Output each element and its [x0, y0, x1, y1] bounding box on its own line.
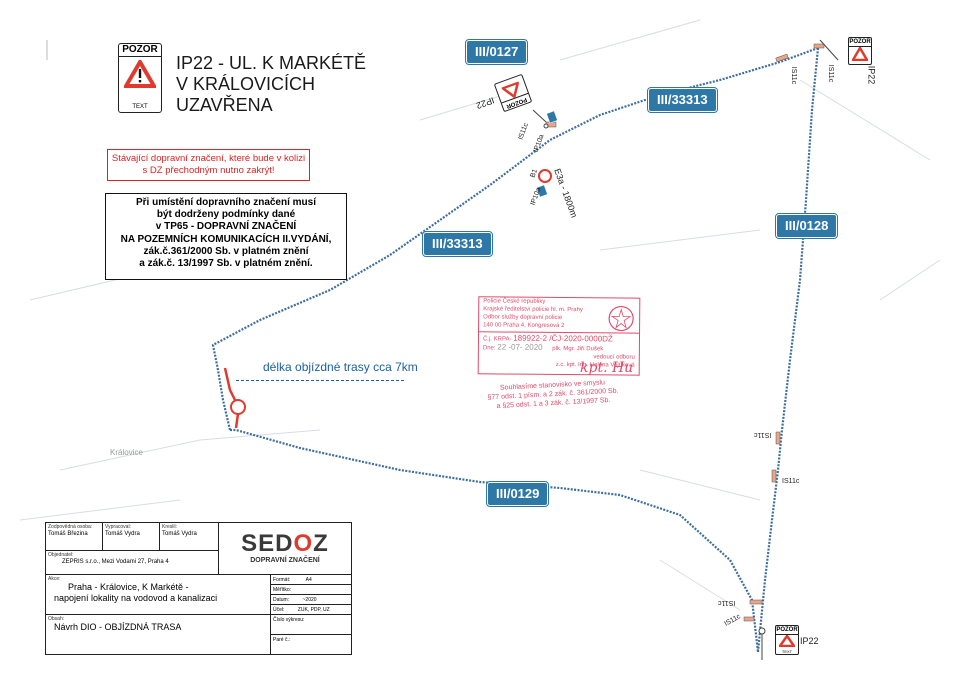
label-kreslil: Kreslil: [162, 524, 178, 530]
title-line-1: IP22 - UL. K MARKÉTĚ [176, 53, 367, 73]
value-format: A4 [305, 577, 312, 583]
value-ucel: ZUK, PDP, UZ [297, 607, 330, 613]
value-zodpovedna: Tomáš Březina [48, 531, 88, 537]
place-name-kralovice: Královice [110, 448, 143, 457]
warning-triangle-icon [777, 633, 797, 648]
value-vypracoval: Tomáš Vydra [105, 531, 140, 537]
sedoz-logo: SEDOZ DOPRAVNÍ ZNAČENÍ [229, 531, 341, 565]
label-obsah: Obsah: [48, 616, 65, 622]
warning-triangle-icon [850, 45, 870, 62]
label-vypracoval: Vypracoval: [105, 524, 131, 530]
logo-part-o: O [293, 530, 314, 557]
sedoz-logo-name: SEDOZ [229, 531, 341, 557]
warning-sign-ip22: POZOR TEXT [118, 43, 162, 113]
ip22-sign-right: POZOR [848, 37, 872, 65]
cell-ucel: Účel: ZUK, PDP, UZ [271, 605, 351, 615]
sign-markers [532, 39, 839, 660]
cell-format: Formát: A4 [271, 575, 351, 585]
regulations-line-6: a zák.č. 13/1997 Sb. v platném znění. [139, 258, 313, 270]
cover-existing-signs-note: Stávající dopravní značení, které bude v… [107, 149, 310, 181]
stamp-date-row: Dne: 22 -07- 2020 plk. Mgr. Jiří Dušek [479, 342, 639, 353]
route-shield-0129: III/0129 [485, 481, 550, 507]
regulations-line-2: být dodrženy podmínky dané [156, 209, 296, 221]
cell-kreslil: Kreslil: Tomáš Vydra [160, 523, 219, 551]
label-pare: Paré č.: [273, 637, 291, 643]
title-line-2: V KRÁLOVICÍCH [176, 74, 316, 94]
cell-obsah: Obsah: Návrh DIO - OBJÍZDNÁ TRASA [46, 615, 271, 654]
route-shield-0127: III/0127 [464, 39, 529, 65]
is11c-label-right-1: IS11c [790, 66, 798, 85]
cell-cislo: Číslo výkresu: [271, 615, 351, 635]
cell-vypracoval: Vypracoval: Tomáš Vydra [103, 523, 160, 551]
cell-akce: Akce: Praha - Královice, K Markétě - nap… [46, 575, 271, 615]
value-objednatel: ZEPRIS s.r.o., Mezi Vodami 27, Praha 4 [62, 559, 169, 565]
regulations-line-4: NA POZEMNÍCH KOMUNIKACÍCH II.VYDÁNÍ, [120, 233, 332, 245]
label-objednatel: Objednatel: [48, 552, 74, 558]
label-akce: Akce: [48, 576, 61, 582]
page-title: IP22 - UL. K MARKÉTĚ V KRÁLOVICÍCH UZAVŘ… [176, 53, 406, 116]
cell-meritko: Měřítko: [271, 585, 351, 595]
detour-label-underline [236, 380, 404, 381]
ip22-sign-right-pozor: POZOR [849, 39, 871, 47]
route-shield-0128: III/0128 [774, 213, 839, 239]
officer-signature: kpt. Hu [580, 360, 634, 376]
regulations-line-5: zák.č.361/2000 Sb. v platném znění [143, 245, 309, 257]
is11c-label-rail-1: IS11c [754, 431, 772, 438]
label-format: Formát: [273, 577, 291, 583]
drawing-title-block: Zodpovědná osoba: Tomáš Březina Vypracov… [45, 522, 352, 655]
ip22-label-right: IP22 [866, 65, 877, 85]
warning-triangle-icon [500, 80, 520, 99]
sign-text-label: TEXT [132, 104, 148, 110]
is11c-label-rail-2: IS11c [782, 478, 800, 485]
sign-pozor-label: POZOR [119, 44, 161, 57]
label-datum: Datum: [273, 597, 290, 603]
ip22-label-bottom: IP22 [800, 636, 819, 646]
cell-logo: SEDOZ DOPRAVNÍ ZNAČENÍ [219, 523, 351, 575]
label-zodpovedna: Zodpovědná osoba: [48, 524, 93, 530]
stamp-date-value: 22 -07- 2020 [497, 342, 543, 352]
logo-part-z: Z [313, 530, 329, 557]
police-emblem-icon [608, 305, 634, 332]
detour-length-label: délka objízdné trasy cca 7km [263, 360, 418, 374]
ip22-sign-bottom-text: TEXT [781, 649, 793, 654]
value-datum: ~2020 [302, 597, 317, 603]
value-akce-2: napojení lokality na vodovod a kanalizac… [54, 593, 218, 603]
regulations-line-1: Při umístění dopravního značení musí [135, 197, 317, 208]
label-cislo: Číslo výkresu: [273, 617, 305, 623]
route-shield-33313-east: III/33313 [647, 87, 718, 113]
value-akce-1: Praha - Královice, K Markétě - [68, 582, 189, 592]
ip22-sign-bottom-pozor: POZOR [776, 627, 798, 635]
cell-datum: Datum: ~2020 [271, 595, 351, 605]
closed-street-segment [223, 367, 246, 429]
cell-zodpovedna: Zodpovědná osoba: Tomáš Březina [46, 523, 103, 551]
ip22-sign-bottom: POZOR TEXT [775, 625, 799, 655]
cell-pare: Paré č.: [271, 635, 351, 654]
value-kreslil: Tomáš Vydra [162, 531, 197, 537]
regulations-note: Při umístění dopravního značení musí být… [105, 193, 347, 280]
regulations-line-3: v TP65 - DOPRAVNÍ ZNAČENÍ [155, 221, 297, 233]
police-approval-stamp: Policie České republiky Krajské ředitels… [477, 296, 641, 376]
sedoz-logo-sub: DOPRAVNÍ ZNAČENÍ [250, 557, 320, 564]
logo-part-sed: SED [241, 530, 294, 557]
route-shield-33313-west: III/33313 [422, 231, 493, 257]
detour-route [211, 46, 820, 653]
label-ucel: Účel: [273, 607, 285, 613]
warning-triangle-icon [124, 60, 156, 88]
label-meritko: Měřítko: [273, 587, 292, 593]
stamp-officer-1: plk. Mgr. Jiří Dušek [552, 345, 604, 353]
is11c-label-bottom-1: IS11c [718, 599, 736, 606]
value-obsah: Návrh DIO - OBJÍZDNÁ TRASA [54, 622, 182, 632]
is11c-label-right-2: IS11c [827, 64, 835, 83]
ip22-sign-top: POZOR [493, 73, 533, 113]
cell-objednatel: Objednatel: ZEPRIS s.r.o., Mezi Vodami 2… [46, 551, 219, 575]
title-line-3: UZAVŘENA [176, 95, 273, 115]
stamp-date-label: Dne: [482, 345, 496, 352]
